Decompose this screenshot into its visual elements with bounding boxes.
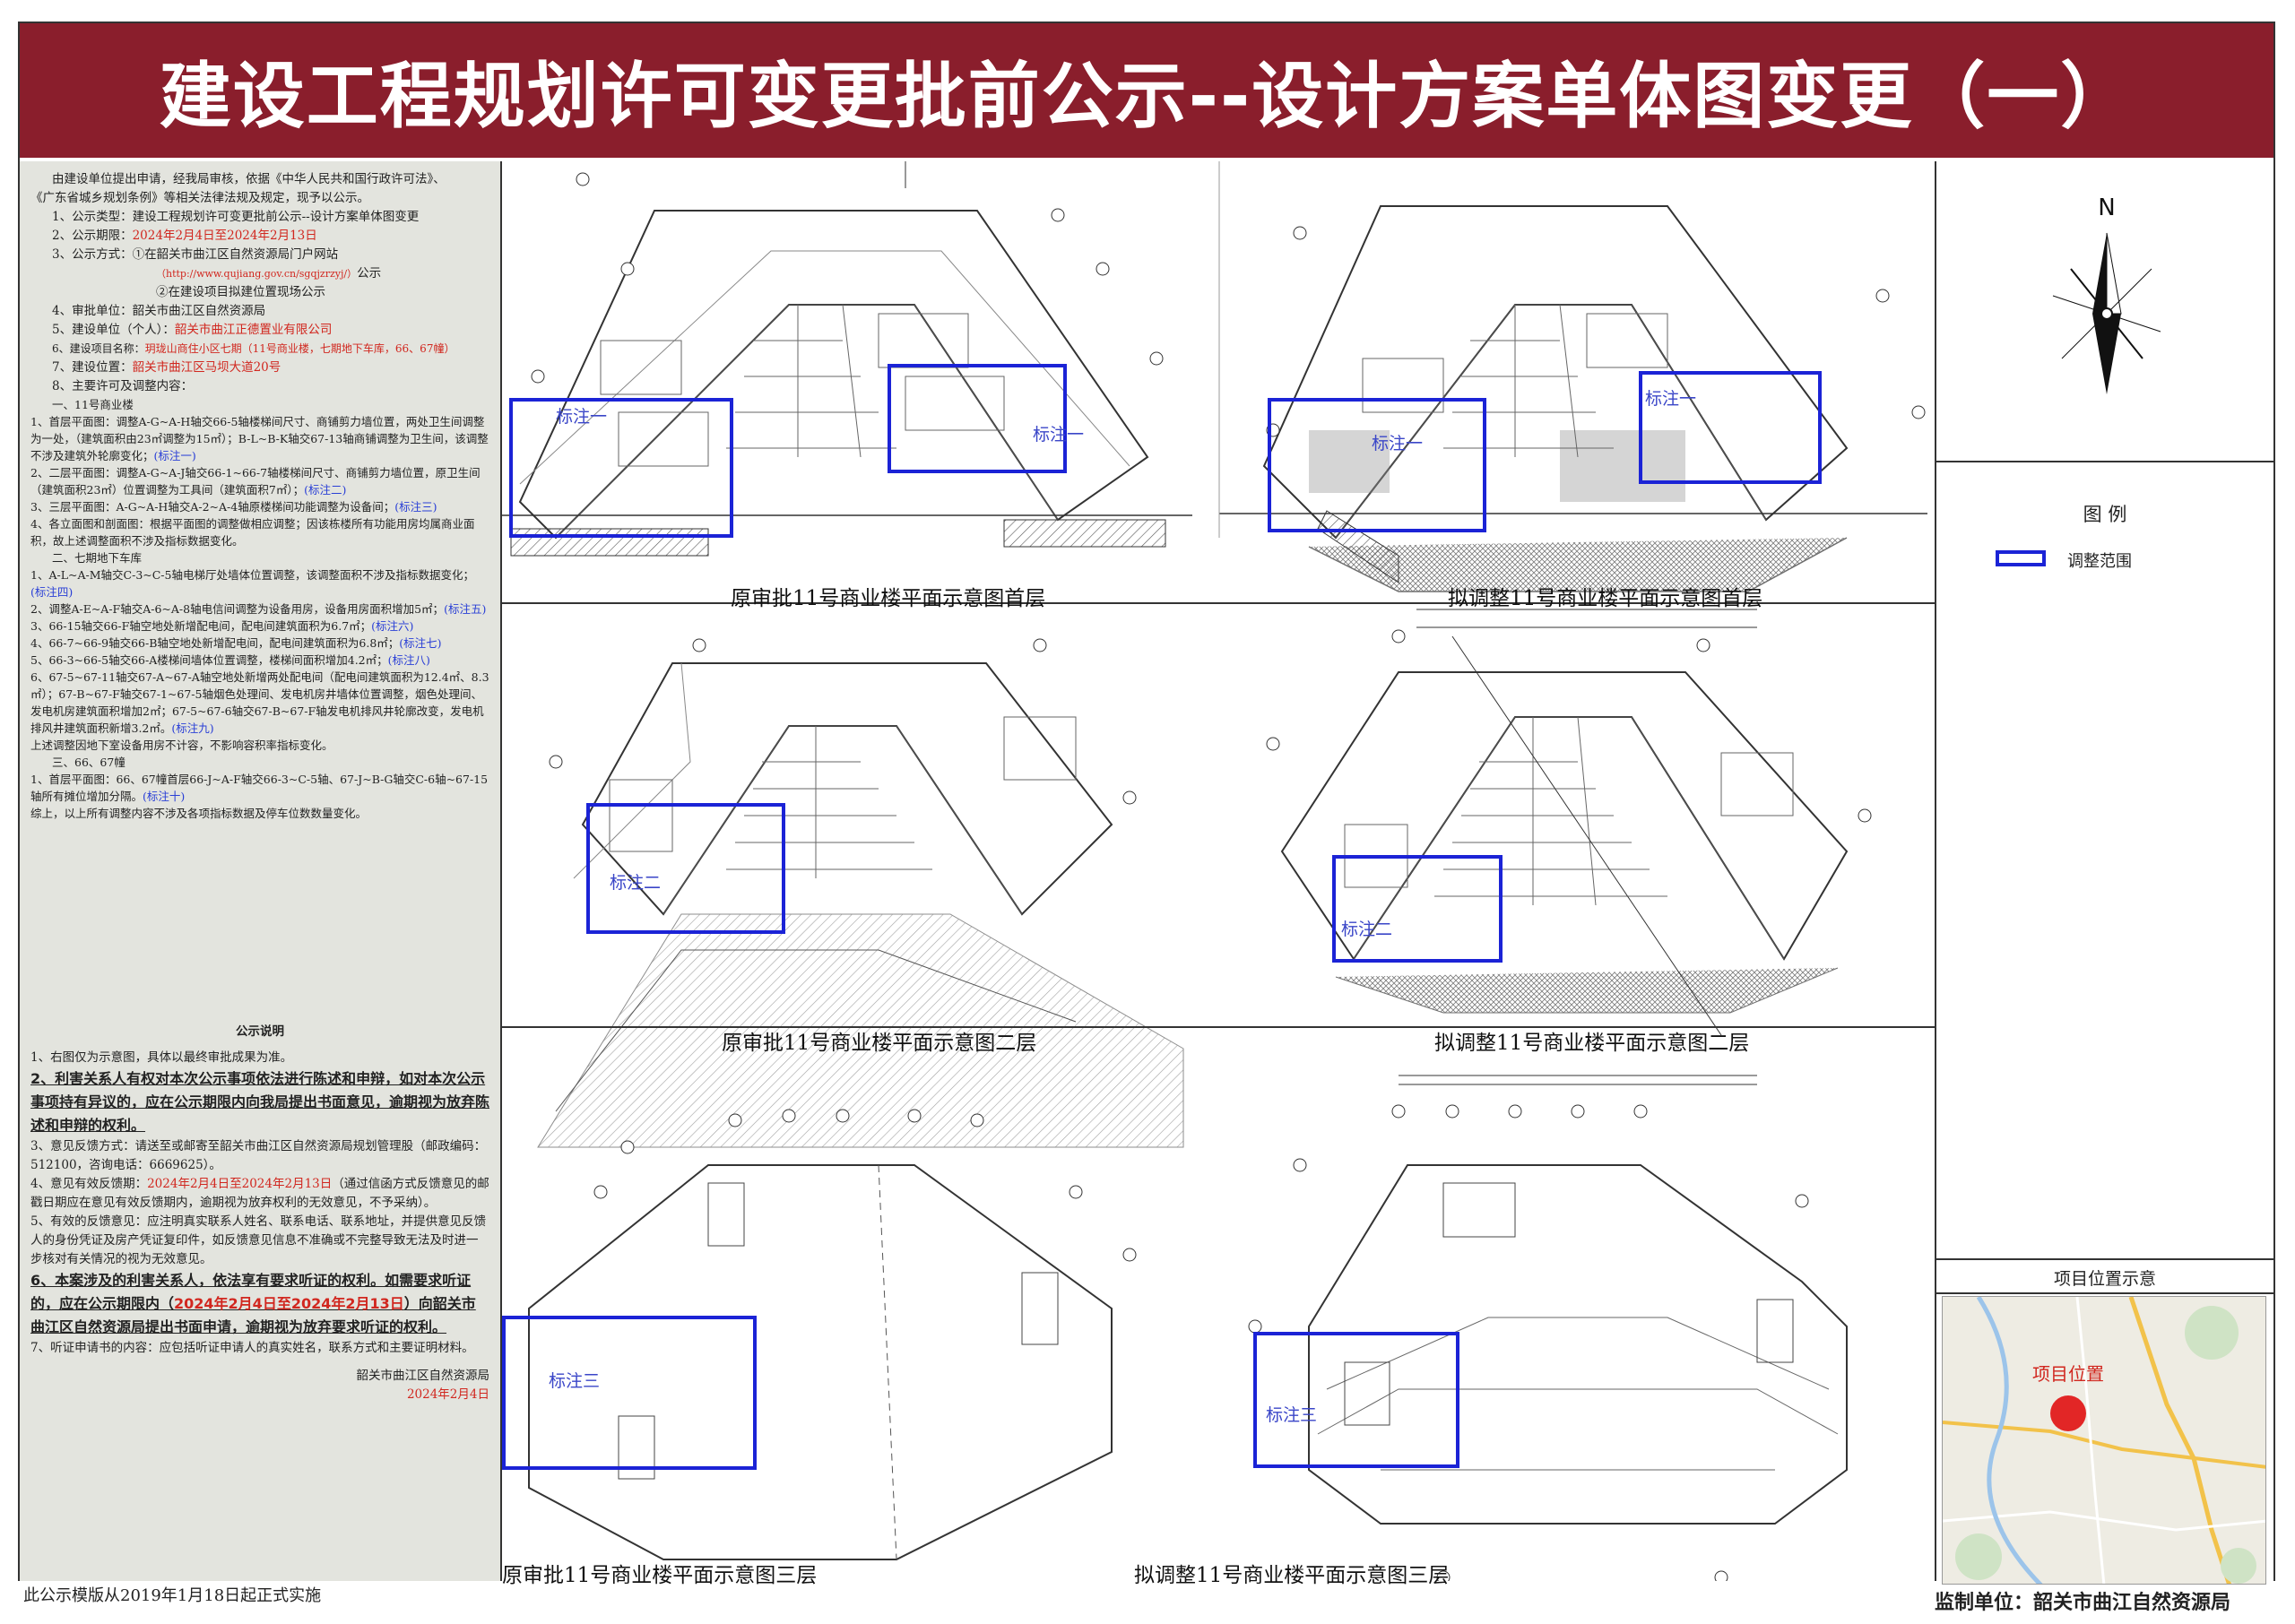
caption-adjusted-floor-3: 拟调整11号商业楼平面示意图三层	[1134, 1564, 1450, 1587]
content-item: 3、66-15轴交66-F轴空地处新增配电间，配电间建筑面积为6.7㎡；(标注六…	[30, 619, 414, 633]
mark-label-original-1a: 标注一	[556, 407, 608, 427]
content-tag: (标注九)	[171, 721, 214, 735]
caption-original-floor-3: 原审批11号商业楼平面示意图三层	[502, 1564, 818, 1587]
content-item: 4、各立面图和剖面图：根据平面图的调整做相应调整；因该栋楼所有功能用房均属商业面…	[30, 517, 475, 548]
location-map-title: 项目位置示意	[2053, 1269, 2156, 1289]
divider-row-2	[502, 1026, 1935, 1028]
north-label: N	[2098, 194, 2115, 221]
content-tag: (标注六)	[371, 619, 414, 633]
mark-label-original-1b: 标注一	[1033, 425, 1085, 445]
mark-box-original-1b	[888, 364, 1067, 473]
caption-adjusted-floor-1: 拟调整11号商业楼平面示意图首层	[1448, 587, 1763, 610]
content-item: 6、67-5~67-11轴交67-A~67-A轴空地处新增两处配电间（配电间建筑…	[30, 670, 489, 735]
plan-adjusted-floor-2	[1266, 629, 1872, 1036]
legend-text-adjust-range: 调整范围	[2067, 552, 2132, 571]
content-item: 1、首层平面图：调整A-G~A-H轴交66-5轴楼梯间尺寸、商铺剪力墙位置，两处…	[30, 415, 489, 462]
caption-original-floor-2: 原审批11号商业楼平面示意图二层	[722, 1032, 1037, 1055]
content-item: 二、七期地下车库	[52, 551, 143, 565]
content-item: 5、66-3~66-5轴交66-A楼梯间墙体位置调整，楼梯间面积增加4.2㎡；(…	[30, 653, 430, 667]
page-title: 建设工程规划许可变更批前公示--设计方案单体图变更（一）	[159, 55, 2135, 138]
item-content-heading: 8、主要许可及调整内容：	[52, 379, 194, 393]
content-tag: (标注三)	[394, 500, 437, 514]
legend-panel: N 图 例 调整范围 项目位置示意 项目位置	[1935, 161, 2275, 1585]
notice-4: 4、意见有效反馈期：2024年2月4日至2024年2月13日（通过信函方式反馈意…	[30, 1177, 489, 1210]
content-item: 1、首层平面图：66、67幢首层66-J~A-F轴交66-3~C-5轴、67-J…	[30, 773, 489, 803]
content-tag: (标注七)	[399, 636, 442, 650]
floor-plan-drawings	[502, 161, 1927, 1602]
legend-title: 图 例	[2083, 504, 2127, 525]
content-item: 3、三层平面图：A-G~A-H轴交A-2~A-4轴原楼梯间功能调整为设备间；(标…	[30, 500, 437, 514]
item-period: 2、公示期限：2024年2月4日至2024年2月13日	[52, 229, 317, 243]
notice-2: 2、利害关系人有权对本次公示事项依法进行陈述和申辩，如对本次公示事项持有异议的，…	[30, 1070, 490, 1134]
drawing-area: 原审批11号商业楼平面示意图首层 拟调整11号商业楼平面示意图首层 原审批11号…	[502, 161, 1935, 1602]
item-builder: 5、建设单位（个人）：韶关市曲江正德置业有限公司	[52, 323, 333, 337]
notice-title: 公示说明	[236, 1024, 284, 1039]
mark-box-adjusted-2	[1332, 855, 1503, 963]
notice-3: 3、意见反馈方式：请送至或邮寄至韶关市曲江区自然资源局规划管理股（邮政编码：51…	[30, 1139, 487, 1172]
legend-swatch-adjust-range	[1996, 550, 2046, 566]
mark-label-adjusted-1b: 标注一	[1645, 389, 1697, 409]
footer-template-note: 此公示模版从2019年1月18日起正式实施	[23, 1586, 322, 1605]
content-item: 综上，以上所有调整内容不涉及各项指标数据及停车位数数量变化。	[30, 807, 368, 820]
notice-5: 5、有效的反馈意见：应注明真实联系人姓名、联系电话、联系地址，并提供意见反馈人的…	[30, 1214, 487, 1266]
notice-7: 7、听证申请书的内容：应包括听证申请人的真实姓名，联系方式和主要证明材料。	[30, 1341, 474, 1355]
content-tag: (标注五)	[444, 602, 487, 616]
item-approver: 4、审批单位：韶关市曲江区自然资源局	[52, 304, 266, 318]
divider-map-top	[1936, 1258, 2275, 1260]
method-2: ②在建设项目拟建位置现场公示	[156, 285, 325, 299]
mark-label-original-2: 标注二	[610, 873, 662, 893]
signature: 韶关市曲江区自然资源局	[356, 1369, 490, 1383]
content-tag: (标注十)	[143, 790, 186, 803]
mark-box-original-2	[586, 803, 785, 934]
plan-original-floor-1	[502, 161, 1192, 557]
content-item: 上述调整因地下室设备用房不计容，不影响容积率指标变化。	[30, 739, 333, 752]
content-tag: (标注四)	[30, 585, 74, 599]
mark-box-adjusted-1b	[1639, 371, 1822, 484]
content-tag: (标注八)	[387, 653, 430, 667]
website-link[interactable]: （http://www.qujiang.gov.cn/sgqjzrzyj/）	[156, 268, 358, 280]
notice-text-panel: 由建设单位提出申请，经我局审核，依据《中华人民共和国行政许可法》、 《广东省城乡…	[20, 161, 502, 1581]
mark-box-original-1a	[509, 398, 733, 538]
divider-map-title	[1936, 1292, 2275, 1294]
content-item: 4、66-7~66-9轴交66-B轴空地处新增配电间，配电间建筑面积为6.8㎡；…	[30, 636, 442, 650]
content-item: 2、调整A-E~A-F轴交A-6~A-8轴电信间调整为设备用房，设备用房面积增加…	[30, 602, 487, 616]
content-item: 2、二层平面图：调整A-G~A-J轴交66-1~66-7轴楼梯间尺寸、商铺剪力墙…	[30, 466, 481, 497]
north-arrow-icon: N	[2052, 194, 2161, 394]
mark-box-adjusted-1a	[1268, 398, 1486, 532]
notice-6: 6、本案涉及的利害关系人，依法享有要求听证的权利。如需要求听证的，应在公示期限内…	[30, 1272, 476, 1335]
caption-adjusted-floor-2: 拟调整11号商业楼平面示意图二层	[1434, 1032, 1750, 1055]
signature-date: 2024年2月4日	[406, 1387, 489, 1402]
adjustment-content-list: 一、11号商业楼 1、首层平面图：调整A-G~A-H轴交66-5轴楼梯间尺寸、商铺…	[30, 396, 489, 822]
mark-label-adjusted-3: 标注三	[1266, 1405, 1318, 1425]
item-method: 3、公示方式：①在韶关市曲江区自然资源局门户网站	[52, 247, 339, 262]
location-marker-icon	[2050, 1395, 2086, 1431]
divider-legend-top	[1936, 461, 2275, 462]
website-line: （http://www.qujiang.gov.cn/sgqjzrzyj/）公示	[156, 266, 382, 281]
item-type: 1、公示类型：建设工程规划许可变更批前公示--设计方案单体图变更	[52, 210, 420, 224]
plan-adjusted-floor-1	[1218, 161, 1927, 628]
item-project: 6、建设项目名称：玥珑山商住小区七期（11号商业楼，七期地下车库，66、67幢）	[52, 342, 455, 355]
content-item: 三、66、67幢	[52, 756, 126, 769]
notice-1: 1、右图仅为示意图，具体以最终审批成果为准。	[30, 1050, 293, 1065]
plan-adjusted-floor-3	[1248, 1075, 1848, 1585]
intro-line-2: 《广东省城乡规划条例》等相关法律法规及规定，现予以公示。	[30, 191, 369, 205]
content-tag: (标注二)	[304, 483, 347, 497]
location-map: 项目位置	[1942, 1296, 2266, 1585]
intro-line-1: 由建设单位提出申请，经我局审核，依据《中华人民共和国行政许可法》、	[52, 172, 446, 186]
content-tag: (标注一)	[153, 449, 196, 462]
location-map-label: 项目位置	[2032, 1363, 2104, 1385]
footer-supervisor: 监制单位：韶关市曲江自然资源局	[1935, 1592, 2231, 1614]
mark-box-adjusted-3	[1253, 1332, 1459, 1468]
item-location: 7、建设位置：韶关市曲江区马坝大道20号	[52, 360, 281, 375]
mark-label-adjusted-1a: 标注一	[1372, 434, 1424, 454]
title-bar: 建设工程规划许可变更批前公示--设计方案单体图变更（一）	[20, 23, 2273, 158]
mark-box-original-3	[502, 1316, 757, 1470]
plan-original-floor-2	[537, 638, 1184, 1148]
divider-row-1	[502, 602, 1935, 604]
mark-label-original-3: 标注三	[549, 1371, 601, 1391]
content-item: 一、11号商业楼	[52, 398, 134, 411]
mark-label-adjusted-2: 标注二	[1341, 920, 1393, 939]
content-item: 1、A-L~A-M轴交C-3~C-5轴电梯厅处墙体位置调整，该调整面积不涉及指标…	[30, 568, 474, 599]
caption-original-floor-1: 原审批11号商业楼平面示意图首层	[731, 587, 1046, 610]
